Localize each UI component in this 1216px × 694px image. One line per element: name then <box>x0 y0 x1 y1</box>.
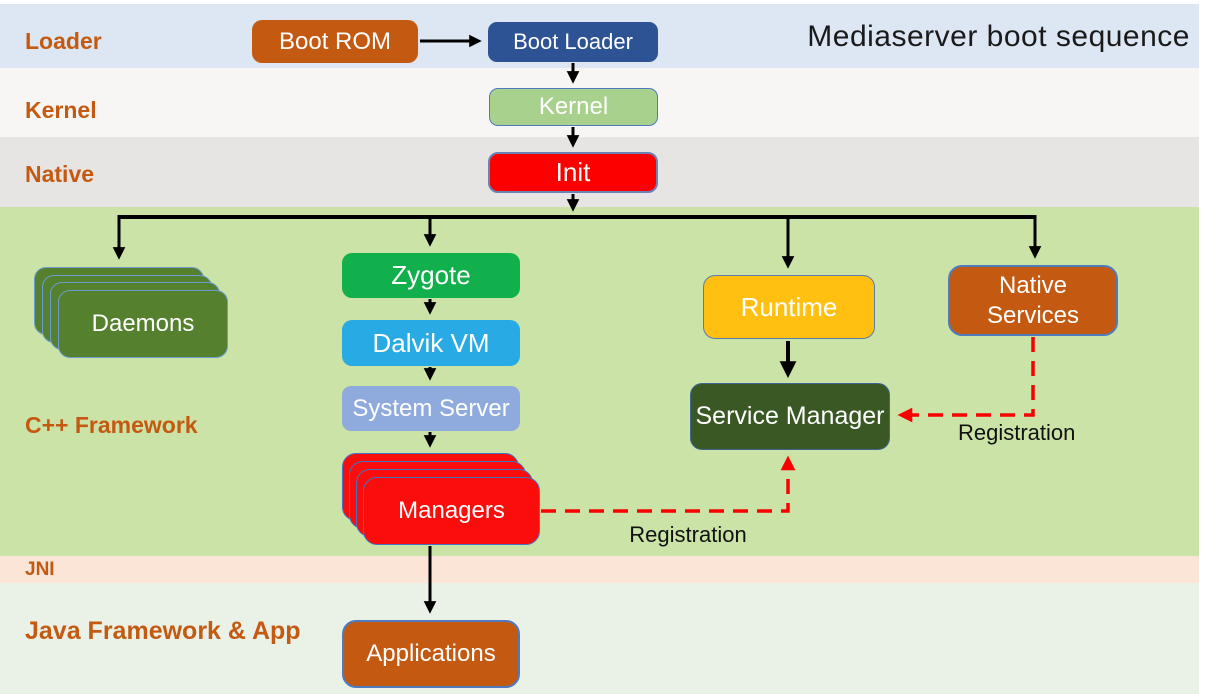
layer-label-loader: Loader <box>25 28 102 54</box>
node-daemons: Daemons <box>58 290 228 358</box>
layer-band-java-framework <box>0 583 1199 694</box>
node-runtime: Runtime <box>703 275 875 339</box>
layer-label-kernel: Kernel <box>25 97 97 123</box>
node-managers-label: Managers <box>398 497 505 524</box>
layer-label-cpp-framework: C++ Framework <box>25 412 198 438</box>
node-init: Init <box>488 152 658 193</box>
layer-band-cpp-framework <box>0 207 1199 556</box>
node-service-manager: Service Manager <box>690 383 890 450</box>
registration-label-native-services: Registration <box>958 420 1076 445</box>
node-managers: Managers <box>363 477 540 545</box>
node-native-services: Native Services <box>948 265 1118 336</box>
diagram-title: Mediaserver boot sequence <box>807 20 1190 53</box>
layer-band-jni <box>0 556 1199 583</box>
node-boot-loader: Boot Loader <box>488 22 658 62</box>
node-kernel: Kernel <box>489 88 658 126</box>
layer-label-jni: JNI <box>25 559 55 580</box>
layer-label-native: Native <box>25 161 95 187</box>
layer-label-java-framework: Java Framework & App <box>25 617 301 645</box>
node-applications: Applications <box>342 620 520 688</box>
registration-label-managers: Registration <box>629 522 747 547</box>
node-system-server: System Server <box>342 386 520 431</box>
node-daemons-label: Daemons <box>91 310 195 337</box>
node-zygote: Zygote <box>342 253 520 298</box>
node-boot-rom: Boot ROM <box>252 20 418 63</box>
node-dalvik-vm: Dalvik VM <box>342 320 520 366</box>
